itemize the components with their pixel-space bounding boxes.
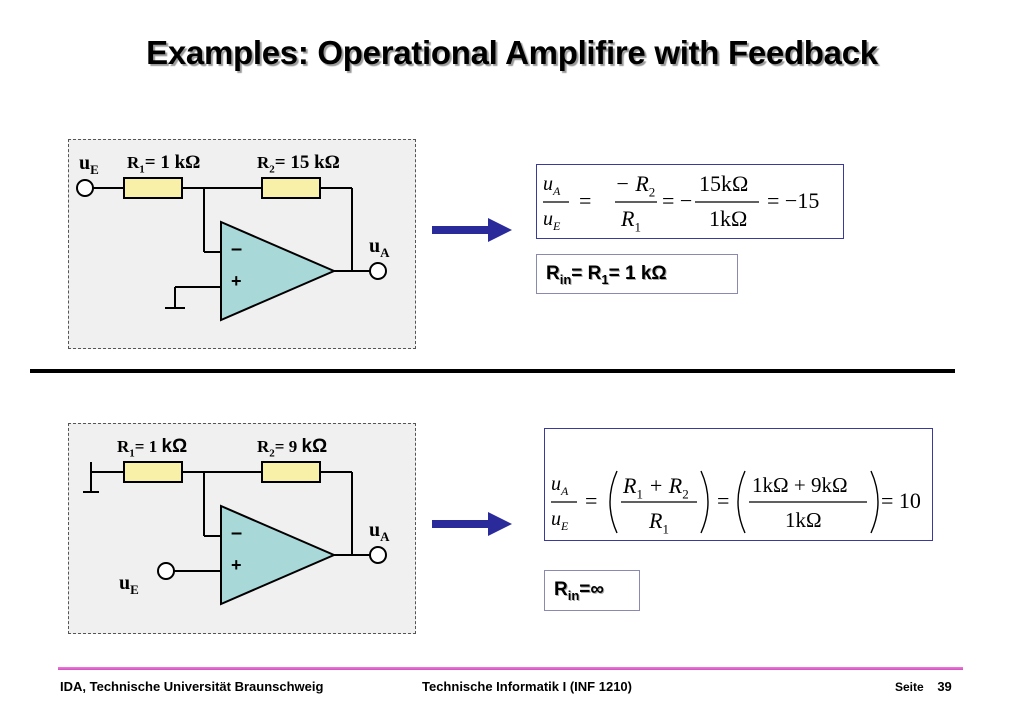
opamp-symbol <box>220 220 337 322</box>
equals-1: = <box>585 488 598 513</box>
formula-2-lines <box>551 470 879 534</box>
lhs-numerator: uA <box>551 473 569 498</box>
r1-label: R1= 1 kΩ <box>117 436 188 460</box>
page-label: Seite <box>895 680 924 694</box>
gain-formula-1: uA uE = − R2 R1 = − 15kΩ 1kΩ = −15 <box>536 164 844 239</box>
frac1-denominator: R1 <box>649 508 669 537</box>
input-resistance-2: Rin=∞ <box>544 570 640 611</box>
equals-1: = <box>579 188 592 213</box>
equals-2: = <box>717 488 730 513</box>
r1-label: R1= 1 kΩ <box>127 152 201 176</box>
frac2-numerator: 15kΩ <box>699 171 749 196</box>
r2-label: R2= 15 kΩ <box>257 152 340 176</box>
output-label: uA <box>369 235 390 260</box>
resistor-r2 <box>261 177 321 199</box>
output-terminal <box>369 262 387 280</box>
circuit-non-inverting-amplifier: R1= 1 kΩ R2= 9 kΩ uA uE – + <box>68 423 416 634</box>
circuit-2-schematic <box>83 461 387 606</box>
lhs-numerator: uA <box>543 173 561 198</box>
resistor-r1 <box>123 461 183 483</box>
input-resistance-1: Rin= R1= 1 kΩ <box>536 254 738 294</box>
input-terminal <box>157 562 175 580</box>
lhs-denominator: uE <box>551 508 569 533</box>
result-2: = 10 <box>881 488 921 513</box>
equals-minus: = − <box>662 188 693 213</box>
circuit-inverting-amplifier: uE R1= 1 kΩ R2= 15 kΩ uA – + <box>68 139 416 349</box>
lhs-denominator: uE <box>543 208 561 233</box>
resistor-r1 <box>123 177 183 199</box>
result-1: = −15 <box>767 188 820 213</box>
minus-sign: – <box>231 522 243 544</box>
arrow-right-icon <box>432 218 512 242</box>
opamp-symbol <box>220 504 337 606</box>
arrow-right-icon <box>432 512 512 536</box>
circuit-1-schematic <box>76 177 387 322</box>
minus-sign: – <box>231 238 243 260</box>
section-divider <box>30 369 955 373</box>
frac2-denominator: 1kΩ <box>709 206 748 231</box>
frac1-numerator: − R2 <box>615 171 656 200</box>
page-number: 39 <box>937 679 952 694</box>
input-terminal <box>76 179 94 197</box>
output-label: uA <box>369 519 390 544</box>
footer-institution: IDA, Technische Universität Braunschweig <box>60 679 324 694</box>
gain-formula-2: uA uE = R1 + R2 R1 = 1kΩ + 9kΩ 1kΩ = 10 <box>544 428 933 541</box>
footer-course: Technische Informatik I (INF 1210) <box>422 679 632 694</box>
input-label: uE <box>119 572 139 597</box>
input-label: uE <box>79 152 99 177</box>
frac1-denominator: R1 <box>621 206 641 235</box>
footer-page: Seite 39 <box>895 679 952 694</box>
footer-line <box>58 667 963 670</box>
frac2-denominator: 1kΩ <box>785 508 822 532</box>
plus-sign: + <box>231 555 242 575</box>
plus-sign: + <box>231 271 242 291</box>
resistor-r2 <box>261 461 321 483</box>
page-title: Examples: Operational Amplifire with Fee… <box>146 34 878 71</box>
frac1-numerator: R1 + R2 <box>623 473 689 502</box>
output-terminal <box>369 546 387 564</box>
r2-label: R2= 9 kΩ <box>257 436 328 460</box>
frac2-numerator: 1kΩ + 9kΩ <box>752 473 848 497</box>
